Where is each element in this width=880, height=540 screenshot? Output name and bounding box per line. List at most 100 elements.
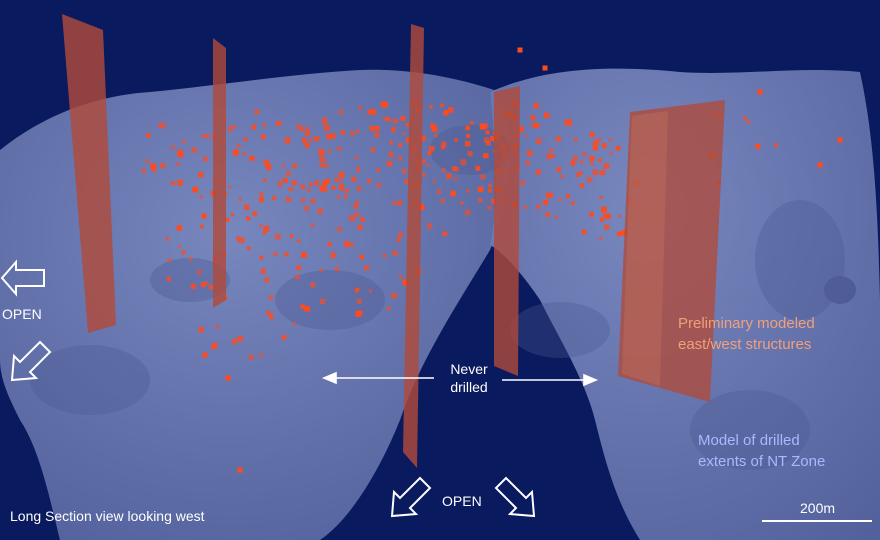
drill-intercept-point — [603, 163, 610, 169]
drill-intercept-point — [546, 153, 552, 159]
drill-intercept-point — [338, 109, 344, 115]
drill-intercept-point — [443, 110, 449, 116]
drill-intercept-point — [310, 282, 316, 288]
drill-intercept-point — [358, 106, 362, 110]
drill-intercept-point — [608, 138, 612, 142]
drill-intercept-point — [356, 298, 362, 304]
drill-intercept-point — [447, 107, 454, 113]
drill-intercept-point — [398, 143, 403, 147]
drill-intercept-point — [531, 122, 537, 129]
drill-intercept-point — [318, 150, 325, 157]
scale-bar-label: 200m — [800, 500, 836, 516]
drill-intercept-point — [401, 168, 407, 174]
drill-intercept-point — [376, 168, 380, 172]
drill-intercept-point — [301, 252, 307, 258]
drill-intercept-point — [404, 179, 409, 184]
drill-intercept-point — [288, 187, 293, 192]
structures-label: Preliminary modeled east/west structures — [678, 313, 815, 355]
drill-intercept-point — [299, 126, 305, 132]
drill-intercept-point — [555, 136, 561, 142]
drill-intercept-point — [188, 257, 193, 261]
drill-intercept-point — [178, 244, 181, 248]
drill-intercept-point — [289, 234, 294, 238]
drill-intercept-point — [196, 269, 202, 275]
drill-intercept-point — [323, 163, 329, 168]
drill-intercept-point — [249, 155, 255, 161]
drill-intercept-point — [263, 159, 270, 166]
drill-intercept-point — [376, 183, 381, 188]
drill-intercept-point — [247, 246, 251, 251]
drill-intercept-point — [364, 265, 370, 271]
drill-intercept-point — [202, 352, 208, 358]
drill-intercept-point — [259, 224, 263, 228]
drill-intercept-point — [227, 125, 234, 132]
drill-intercept-point — [460, 159, 467, 166]
drill-intercept-point — [192, 186, 199, 193]
drill-intercept-point — [355, 287, 360, 292]
drill-intercept-point — [397, 200, 403, 206]
drill-intercept-point — [380, 101, 387, 107]
drill-intercept-point — [304, 130, 311, 137]
drill-intercept-point — [465, 189, 470, 193]
drill-intercept-point — [165, 237, 169, 241]
drill-intercept-point — [302, 138, 307, 143]
drill-intercept-point — [281, 335, 287, 340]
drill-intercept-point — [441, 168, 446, 173]
drill-intercept-point — [536, 204, 541, 209]
drill-intercept-point — [477, 186, 484, 193]
drill-intercept-point — [323, 187, 328, 192]
drill-intercept-point — [427, 223, 431, 227]
drill-intercept-point — [601, 143, 607, 149]
arrow-down-left-icon — [390, 476, 432, 518]
drill-intercept-point — [277, 180, 281, 185]
drill-intercept-point — [592, 141, 597, 146]
drill-intercept-point — [334, 266, 340, 271]
drill-intercept-point — [170, 181, 176, 186]
drill-intercept-point — [331, 185, 336, 190]
drill-intercept-point — [543, 112, 550, 119]
drill-intercept-point — [551, 154, 555, 159]
drill-intercept-point — [601, 206, 607, 213]
drill-intercept-point — [238, 197, 242, 201]
drill-intercept-point — [530, 115, 536, 121]
drill-intercept-point — [243, 137, 248, 142]
drill-intercept-point — [296, 123, 302, 130]
drill-intercept-point — [181, 250, 186, 255]
drill-intercept-point — [259, 255, 264, 260]
drill-intercept-point — [405, 123, 410, 127]
drill-intercept-point — [387, 306, 391, 311]
drill-intercept-point — [518, 126, 524, 132]
drill-intercept-point — [757, 89, 763, 95]
drill-intercept-point — [198, 172, 204, 178]
arrow-down-left-icon — [10, 340, 52, 382]
drill-intercept-point — [427, 151, 432, 156]
drill-intercept-point — [246, 216, 250, 220]
drill-intercept-point — [402, 279, 409, 286]
drill-intercept-point — [536, 138, 542, 144]
drill-intercept-point — [167, 258, 171, 263]
drill-intercept-point — [370, 147, 376, 152]
drill-intercept-point — [609, 151, 613, 156]
drill-intercept-point — [141, 168, 146, 173]
drill-intercept-point — [466, 133, 471, 138]
drill-intercept-point — [262, 123, 266, 127]
drill-intercept-point — [159, 122, 166, 129]
never-drilled-label: Never drilled — [436, 360, 502, 396]
drill-intercept-point — [259, 192, 264, 197]
drill-intercept-point — [432, 179, 437, 183]
drill-intercept-point — [208, 284, 214, 290]
drill-intercept-point — [359, 254, 364, 260]
drill-intercept-point — [589, 155, 595, 161]
drill-intercept-point — [566, 194, 570, 199]
drill-intercept-point — [334, 177, 339, 182]
drill-intercept-point — [586, 176, 593, 183]
drill-intercept-point — [291, 180, 297, 186]
nt-zone-model-line2: extents of NT Zone — [698, 453, 826, 470]
drill-intercept-point — [181, 139, 186, 144]
drill-intercept-point — [307, 188, 311, 192]
drill-intercept-point — [319, 268, 323, 272]
drill-intercept-point — [464, 209, 471, 216]
drill-intercept-point — [360, 217, 365, 222]
drill-intercept-point — [340, 130, 345, 135]
drill-intercept-point — [262, 231, 267, 235]
